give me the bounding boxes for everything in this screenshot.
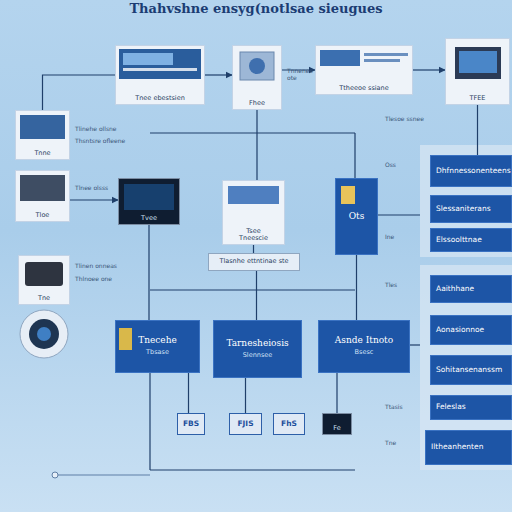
bus-line bbox=[150, 132, 355, 133]
panel-box: Tloe bbox=[15, 170, 70, 222]
connector-line bbox=[245, 378, 246, 413]
node-text: Feleslas bbox=[436, 403, 466, 411]
node-text: Tloe bbox=[36, 212, 50, 219]
node-text: Aonasionnoe bbox=[436, 326, 484, 334]
node-text: FJIS bbox=[237, 420, 253, 428]
annotation-label: Tlesoe ssnee bbox=[385, 116, 429, 123]
process-box: Ots bbox=[335, 178, 378, 255]
connector-line bbox=[477, 105, 478, 155]
side-panel bbox=[420, 265, 512, 470]
node-text: Bsesc bbox=[355, 349, 374, 356]
connector-line bbox=[256, 110, 257, 180]
annotation-label: Thsntsre ofleene bbox=[75, 138, 135, 145]
node-text: Dhfnnessonenteens bbox=[436, 167, 511, 175]
node-text: Tnee ebestsien bbox=[135, 95, 185, 102]
node-text: FhS bbox=[281, 420, 297, 428]
bus-line bbox=[150, 289, 355, 290]
node-text: Tne bbox=[38, 295, 50, 302]
annotation-label: Ine bbox=[385, 234, 425, 241]
node-text: Slessaniterans bbox=[436, 205, 491, 213]
connector-line bbox=[413, 69, 445, 70]
panel-box: TseeTneescie bbox=[222, 180, 285, 245]
connector-line bbox=[70, 199, 118, 200]
annotation-label: Tnnenes ote bbox=[287, 68, 315, 81]
node-text: Tarnesheiosis bbox=[226, 339, 288, 349]
annotation-label: Tles bbox=[385, 282, 425, 289]
annotation-label: Ttasis bbox=[385, 404, 425, 411]
process-box: Dhfnnessonenteens bbox=[430, 155, 512, 187]
terminal-dot bbox=[52, 472, 58, 478]
bus-line bbox=[378, 214, 420, 215]
connector-line bbox=[256, 271, 257, 320]
panel-box: Ttheeoe ssiane bbox=[315, 45, 413, 95]
bus-line bbox=[354, 133, 355, 178]
panel-box: Fhee bbox=[232, 45, 282, 110]
lens-icon bbox=[37, 327, 51, 341]
connector-line bbox=[336, 373, 337, 413]
node-text: Tlasnhe ettntinae ste bbox=[219, 258, 288, 265]
panel-box: Tnee ebestsien bbox=[115, 45, 205, 105]
node-text: Tnne bbox=[34, 150, 50, 157]
connector-line bbox=[356, 255, 357, 320]
node-text: Tbsase bbox=[146, 349, 169, 356]
node-text: TFEE bbox=[470, 95, 486, 102]
node-text: Iltheanhenten bbox=[431, 443, 483, 451]
annotation-label: Tlinehe ollsne bbox=[75, 126, 135, 133]
annotation-label: Tlinen onneas bbox=[75, 263, 135, 270]
node-text: Ots bbox=[349, 212, 365, 222]
panel-box: Tlasnhe ettntinae ste bbox=[208, 253, 300, 271]
annotation-label: Thlnoee one bbox=[75, 276, 135, 283]
wires bbox=[55, 133, 420, 475]
lens-icon bbox=[20, 310, 68, 358]
node-text: Aaithhane bbox=[436, 285, 474, 293]
diagram-title: Thahvshne ensyg(notlsae sieugues bbox=[60, 1, 452, 16]
connector-line bbox=[188, 373, 189, 413]
connector-line bbox=[148, 225, 149, 320]
annotation-label: Tlnee olsss bbox=[75, 185, 115, 192]
node-text: Sohitansenanssm bbox=[436, 366, 502, 374]
node-text: Tnecehe bbox=[138, 336, 177, 346]
process-box: TneceheTbsase bbox=[115, 320, 200, 373]
bus-line bbox=[149, 373, 150, 470]
node-text: Asnde Itnoto bbox=[335, 336, 393, 346]
connector-line bbox=[43, 75, 116, 110]
lens-icon bbox=[20, 310, 68, 358]
connector-line bbox=[205, 74, 232, 75]
side-panel bbox=[420, 145, 512, 257]
bus-line bbox=[150, 469, 355, 470]
connector-line bbox=[253, 245, 254, 253]
node-text: Tvee bbox=[141, 215, 157, 222]
process-box: Asnde ItnotoBsesc bbox=[318, 320, 410, 373]
panel-box: FBS bbox=[177, 413, 205, 435]
panel-box: Tvee bbox=[118, 178, 180, 225]
lens-icon bbox=[29, 319, 59, 349]
panel-box: FhS bbox=[273, 413, 305, 435]
process-box: Aonasionnoe bbox=[430, 315, 512, 345]
process-box: Iltheanhenten bbox=[425, 430, 512, 465]
process-box: Feleslas bbox=[430, 395, 512, 420]
annotation-label: Oss bbox=[385, 162, 425, 169]
process-box: Aaithhane bbox=[430, 275, 512, 303]
panel-box: Tnne bbox=[15, 110, 70, 160]
panel-box: FJIS bbox=[229, 413, 262, 435]
process-box: Elssoolttnae bbox=[430, 228, 512, 252]
lead-line bbox=[55, 474, 150, 475]
node-text: Tneescie bbox=[239, 235, 268, 242]
process-box: Slessaniterans bbox=[430, 195, 512, 223]
node-text: Fe bbox=[333, 425, 340, 432]
bus-line bbox=[410, 344, 420, 345]
node-text: Tsee bbox=[246, 228, 260, 235]
node-text: Elssoolttnae bbox=[436, 236, 482, 244]
panel-box: TFEE bbox=[445, 38, 510, 105]
node-text: Ttheeoe ssiane bbox=[339, 85, 388, 92]
process-box: Sohitansenanssm bbox=[430, 355, 512, 385]
node-text: FBS bbox=[183, 420, 199, 428]
panel-box: Fe bbox=[322, 413, 352, 435]
node-text: Fhee bbox=[249, 100, 265, 107]
panel-box: Tne bbox=[18, 255, 70, 305]
annotation-label: Tne bbox=[385, 440, 425, 447]
node-text: Slennsee bbox=[243, 352, 273, 359]
process-box: TarnesheiosisSlennsee bbox=[213, 320, 302, 378]
